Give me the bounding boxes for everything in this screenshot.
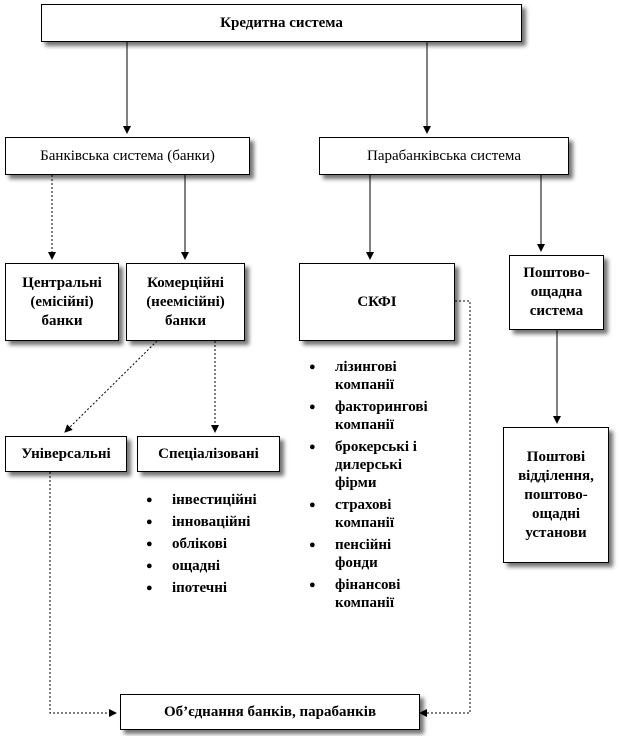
box-universal: Універсальні xyxy=(5,436,127,472)
box-central-banks: Центральні (емісійні) банки xyxy=(5,263,119,341)
list-item-line: фірми xyxy=(335,475,377,491)
list-item-line: факторингові xyxy=(335,399,428,415)
bank-associations-label: Об’єднання банків, парабанків xyxy=(163,703,377,720)
list-item-line: брокерські і xyxy=(335,439,417,455)
box-bank-associations: Об’єднання банків, парабанків xyxy=(120,694,420,730)
arrow-commercial-to-universal xyxy=(64,340,158,433)
list-item-line: фонди xyxy=(335,555,378,571)
skfi-label: СКФІ xyxy=(357,293,397,310)
parabanking-system-label: Парабанківська система xyxy=(367,147,521,164)
list-item-line: компанії xyxy=(335,595,394,611)
list-item-line: лізингові xyxy=(335,359,397,375)
postal-offices-line-3: поштово- xyxy=(524,486,588,503)
box-postal-offices: Поштові відділення, поштово- ощадні уста… xyxy=(503,427,609,563)
list-item: ощадні xyxy=(146,555,257,577)
list-item-line: компанії xyxy=(335,377,394,393)
list-item-line: компанії xyxy=(335,515,394,531)
central-banks-line-3: банки xyxy=(41,312,83,329)
credit-system-label: Кредитна система xyxy=(220,14,343,31)
universal-label: Універсальні xyxy=(21,445,111,462)
skfi-institutions-list: лізингові компанії факторингові компанії… xyxy=(309,358,479,612)
box-banking-system: Банківська система (банки) xyxy=(5,137,250,175)
box-commercial-banks: Комерційні (неемісійні) банки xyxy=(126,263,245,341)
list-item: інноваційні xyxy=(146,511,257,533)
central-banks-line-2: (емісійні) xyxy=(30,293,94,310)
list-item: облікові xyxy=(146,533,257,555)
postal-system-line-1: Поштово- xyxy=(523,265,590,281)
list-item: інвестиційні xyxy=(146,489,257,511)
box-skfi: СКФІ xyxy=(299,263,455,341)
arrow-universal-to-associations xyxy=(49,472,117,717)
box-credit-system: Кредитна система xyxy=(41,4,522,42)
specialized-label: Спеціалізовані xyxy=(158,445,259,462)
specialized-types-list: інвестиційні інноваційні облікові ощадні… xyxy=(146,489,257,599)
commercial-banks-line-3: банки xyxy=(165,312,206,329)
list-item: пенсійні фонди xyxy=(309,536,479,572)
box-postal-savings-system: Поштово- ощадна система xyxy=(509,255,604,330)
box-specialized: Спеціалізовані xyxy=(137,436,280,472)
list-item: іпотечні xyxy=(146,577,257,599)
postal-system-line-3: система xyxy=(529,303,584,319)
box-parabanking-system: Парабанківська система xyxy=(319,137,569,175)
list-item: брокерські і дилерські фірми xyxy=(309,438,479,492)
commercial-banks-line-2: (неемісійні) xyxy=(146,293,225,310)
commercial-banks-line-1: Комерційні xyxy=(147,274,224,291)
list-item: страхові компанії xyxy=(309,496,479,532)
list-item-line: фінансові xyxy=(335,577,401,593)
list-item-line: страхові xyxy=(335,497,392,513)
central-banks-line-1: Центральні xyxy=(22,274,102,291)
postal-offices-line-1: Поштові xyxy=(526,448,586,465)
postal-offices-line-5: установи xyxy=(525,524,587,541)
banking-system-label: Банківська система (банки) xyxy=(40,147,215,164)
postal-offices-line-4: ощадні xyxy=(531,505,581,522)
list-item: лізингові компанії xyxy=(309,358,479,394)
list-item-line: пенсійні xyxy=(335,537,392,553)
list-item: фінансові компанії xyxy=(309,576,479,612)
list-item-line: компанії xyxy=(335,417,394,433)
postal-offices-line-2: відділення, xyxy=(518,467,594,484)
list-item: факторингові компанії xyxy=(309,398,479,434)
postal-system-line-2: ощадна xyxy=(530,284,583,300)
list-item-line: дилерські xyxy=(335,457,403,473)
